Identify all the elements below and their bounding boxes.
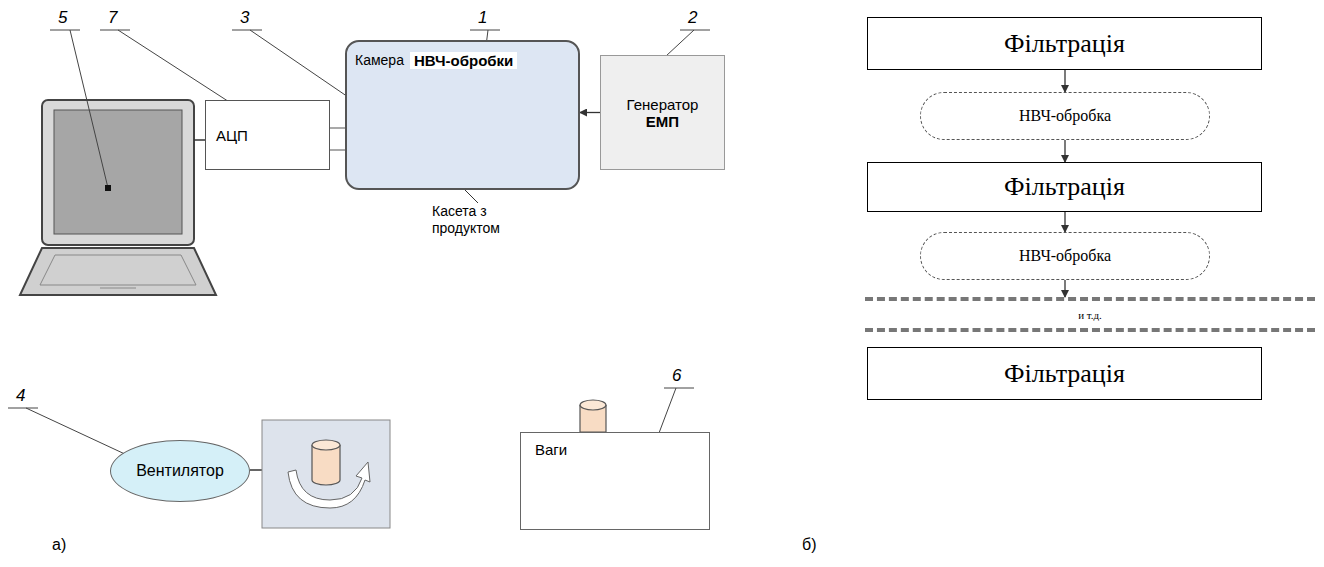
- connector-arrow: [1064, 280, 1065, 297]
- node-text: АЦП: [216, 127, 248, 144]
- callout-number: 1: [478, 8, 487, 28]
- wire: [194, 139, 205, 141]
- panel-label: а): [52, 536, 66, 554]
- node-text: Камера: [355, 52, 404, 68]
- wire: [250, 469, 262, 471]
- rotating-cassette: [288, 440, 370, 508]
- microwave-step: НВЧ-обробка: [920, 92, 1210, 140]
- callout-number: 2: [688, 8, 697, 28]
- filtration-box: Фільтрація: [867, 347, 1262, 400]
- scales-cassette: [580, 400, 606, 432]
- laptop-icon: [20, 100, 216, 295]
- node-text: Вентилятор: [136, 462, 224, 480]
- node-text: НВЧ-обробка: [1019, 247, 1111, 265]
- node-text: НВЧ-обробка: [1019, 107, 1111, 125]
- connector-arrow: [1064, 212, 1065, 232]
- generator-box: ГенераторЕМП: [600, 55, 725, 170]
- rotation-box: [262, 420, 390, 528]
- connector-arrow: [1064, 70, 1065, 92]
- scales-box: Ваги: [520, 432, 710, 530]
- filtration-box: Фільтрація: [867, 17, 1262, 70]
- callout-number: 7: [108, 8, 117, 28]
- node-text: Фільтрація: [1004, 29, 1125, 59]
- callout-number: 4: [16, 386, 25, 406]
- callout-number: 5: [58, 8, 67, 28]
- node-text: Фільтрація: [1004, 359, 1125, 389]
- adc-box: АЦП: [205, 100, 330, 170]
- connector-arrow: [580, 112, 600, 113]
- connector-arrow: [1064, 140, 1065, 162]
- node-text: Генератор: [627, 96, 699, 113]
- panel-label: б): [802, 536, 817, 554]
- microwave-step: НВЧ-обробка: [920, 232, 1210, 280]
- node-text: Фільтрація: [1004, 172, 1125, 202]
- filtration-box: Фільтрація: [867, 162, 1262, 212]
- callout-number: 3: [240, 8, 249, 28]
- callout-number: 6: [672, 366, 681, 386]
- node-text: и т.д.: [1078, 309, 1102, 321]
- node-text: НВЧ-обробки: [410, 52, 517, 69]
- chamber-box: Камера НВЧ-обробки: [345, 40, 580, 190]
- continuation-band: и т.д.: [865, 297, 1315, 332]
- fan-ellipse: Вентилятор: [110, 440, 250, 502]
- node-text: ЕМП: [646, 113, 679, 130]
- cassette-label: Касета з продуктом: [432, 203, 552, 237]
- node-text: Ваги: [535, 441, 709, 458]
